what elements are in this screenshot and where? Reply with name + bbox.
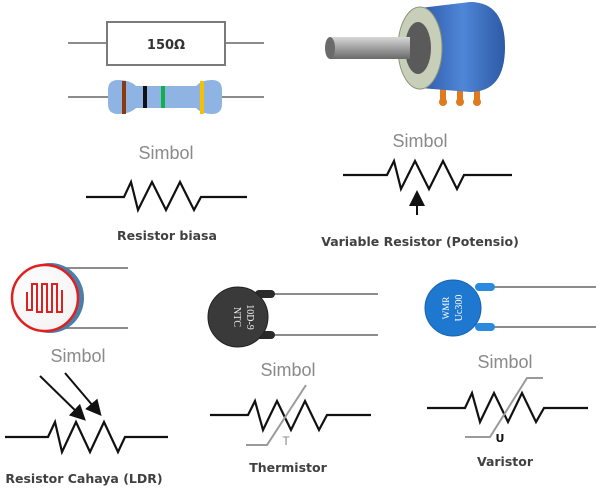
band-yellow [200, 81, 204, 114]
box-resistor-illustration: 150Ω [68, 21, 264, 66]
thermistor-illustration: NTC 10D-9 [207, 286, 378, 348]
caption-varistor: Varistor [477, 454, 534, 469]
thermistor-symbol [210, 397, 371, 434]
variable-resistor-symbol [343, 157, 512, 193]
simbol-label: Simbol [138, 143, 193, 163]
simbol-label: Simbol [50, 346, 105, 366]
varistor-label-2: Uc300 [454, 295, 465, 322]
potensio-group: Simbol Variable Resistor (Potensio) [321, 2, 519, 249]
varistor-illustration: WMR Uc300 [424, 279, 596, 337]
varistor-letter: U [496, 432, 505, 445]
band-green [161, 86, 165, 108]
ldr-illustration [10, 263, 128, 333]
varistor-slash [465, 377, 543, 438]
ldr-group: Simbol Resistor Cahaya (LDR) [5, 263, 168, 486]
caption-ldr: Resistor Cahaya (LDR) [5, 471, 162, 486]
varistor-label-1: WMR [441, 297, 451, 320]
resistor-biasa-group: 150Ω Simbol Resistor biasa [68, 21, 264, 243]
thermistor-group: NTC 10D-9 Simbol T Thermistor [207, 286, 378, 475]
resistor-value-label: 150Ω [147, 38, 185, 53]
light-arrow-icon [39, 375, 86, 421]
caption-thermistor: Thermistor [249, 460, 327, 475]
ldr-symbol [5, 418, 168, 456]
caption-resistor-biasa: Resistor biasa [117, 228, 217, 243]
band-brown [122, 81, 126, 114]
simbol-label: Simbol [392, 131, 447, 151]
resistor-symbol [86, 178, 247, 214]
caption-potensio: Variable Resistor (Potensio) [321, 234, 519, 249]
thermistor-slash [246, 384, 307, 446]
potentiometer-illustration [325, 2, 505, 106]
simbol-label: Simbol [477, 352, 532, 372]
simbol-label: Simbol [260, 360, 315, 380]
thermistor-letter: T [282, 434, 290, 448]
thermistor-label-1: NTC [231, 307, 242, 327]
varistor-group: WMR Uc300 Simbol U Varistor [424, 279, 596, 469]
band-black [143, 86, 147, 108]
varistor-symbol [427, 389, 588, 426]
banded-resistor-illustration [68, 80, 264, 114]
light-arrow-icon [64, 372, 102, 417]
thermistor-label-2: 10D-9 [244, 304, 255, 330]
